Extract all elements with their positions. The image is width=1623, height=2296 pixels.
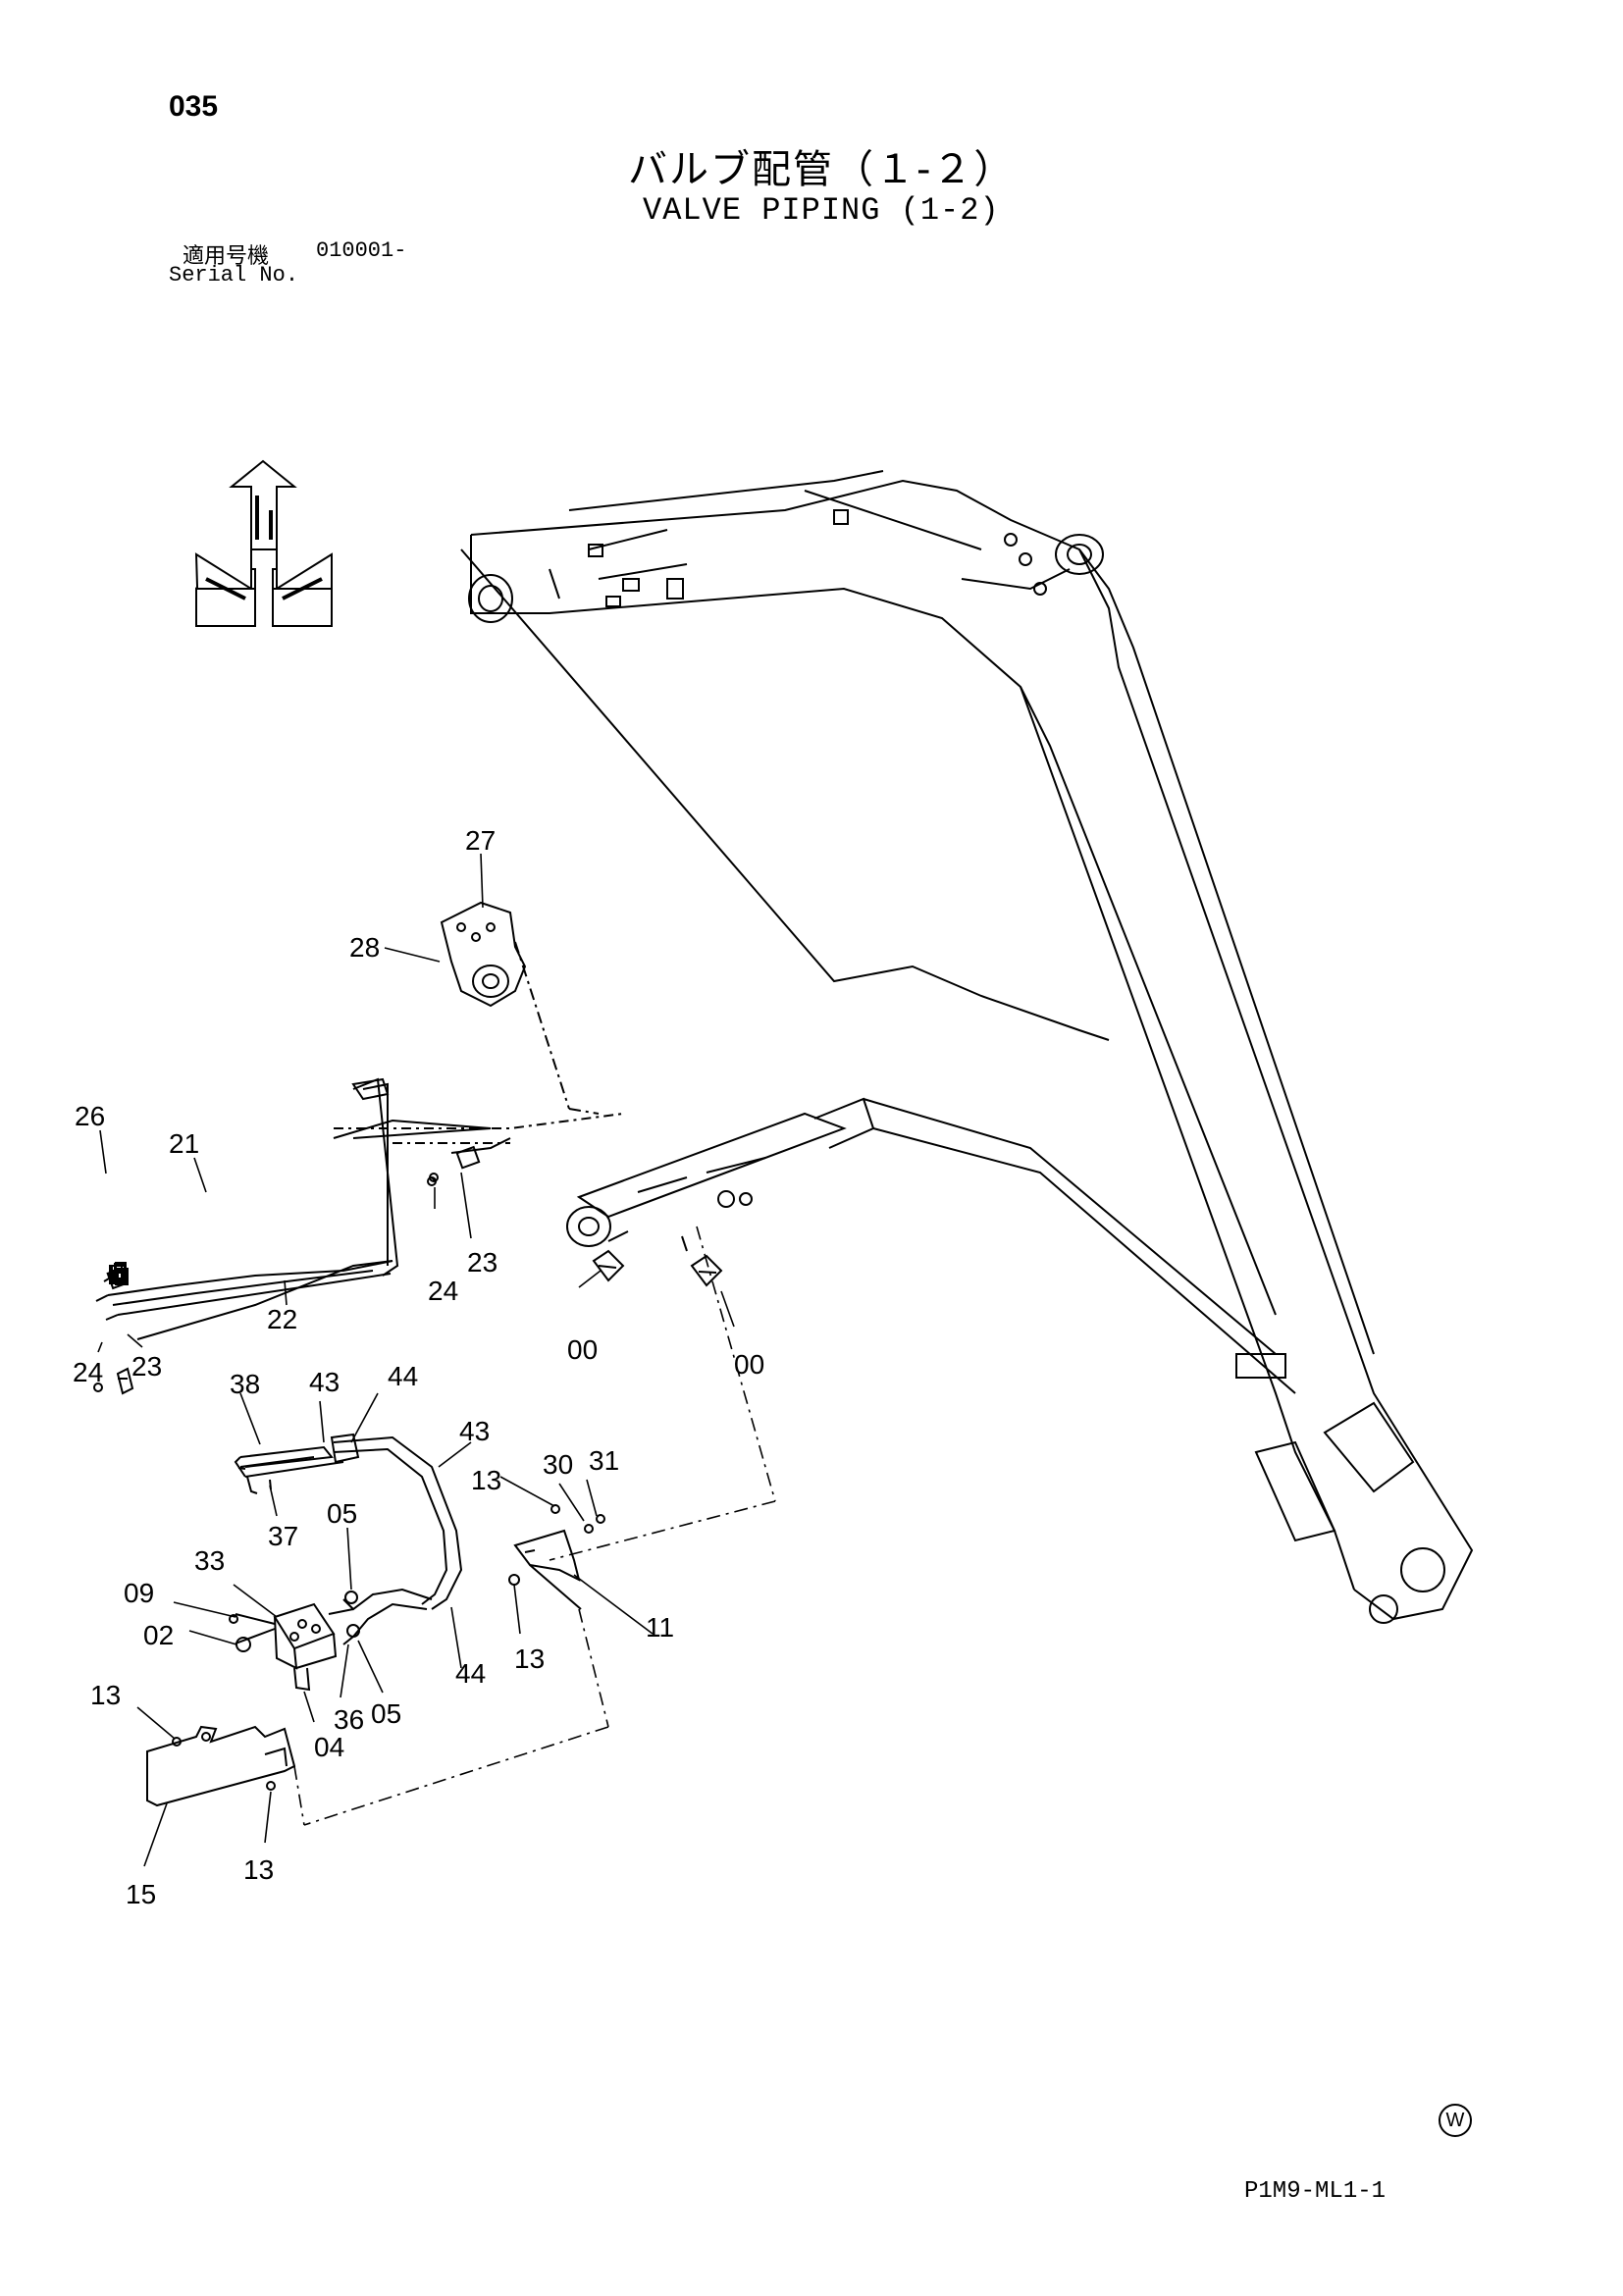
callout-leaders xyxy=(97,853,735,1867)
hose-assembly xyxy=(95,1077,624,1380)
drawing-code: P1M9-ML1-1 xyxy=(1244,2178,1387,2205)
callout-label: 26 xyxy=(75,1101,105,1131)
callout-label: 22 xyxy=(267,1304,297,1334)
boom-assembly xyxy=(460,470,1474,1624)
callout-label: 13 xyxy=(243,1854,274,1885)
callout-label: 24 xyxy=(428,1276,458,1306)
cover-plate xyxy=(146,1725,296,1807)
page-title-japanese: バルブ配管（１-２） xyxy=(628,147,1016,192)
clamp-set xyxy=(93,1176,437,1395)
callout-label: 05 xyxy=(371,1698,401,1729)
page-number: 035 xyxy=(169,90,219,123)
serial-number-value: 010001- xyxy=(316,238,407,263)
assembly-lines xyxy=(293,1226,776,1826)
callout-label: 05 xyxy=(327,1498,357,1529)
callout-label: 27 xyxy=(465,825,496,856)
callout-label: 21 xyxy=(169,1128,199,1159)
callout-label: 04 xyxy=(314,1732,344,1762)
callout-label: 13 xyxy=(471,1465,501,1495)
valve-block xyxy=(229,1602,338,1692)
page-title: VALVE PIPING (1-2) xyxy=(643,192,1000,229)
callout-label: 44 xyxy=(455,1658,486,1689)
callout-label: 13 xyxy=(90,1680,121,1710)
callout-label: 38 xyxy=(230,1369,260,1399)
pipe-loop xyxy=(234,1433,463,1645)
callout-label: 33 xyxy=(194,1545,225,1576)
callout-label: 44 xyxy=(388,1361,418,1391)
manufacturer-mark: W xyxy=(1439,2104,1472,2137)
callout-label: 23 xyxy=(131,1351,162,1382)
boom-cylinder xyxy=(566,1097,1296,1394)
callout-label: 31 xyxy=(589,1445,619,1476)
callout-label: 43 xyxy=(459,1416,490,1446)
callout-label: 09 xyxy=(124,1578,154,1608)
callout-label: 11 xyxy=(646,1612,674,1643)
callout-label: 28 xyxy=(349,932,380,963)
callout-label: 37 xyxy=(268,1521,298,1551)
callout-label: 24 xyxy=(73,1357,103,1387)
callout-label: 23 xyxy=(467,1247,497,1278)
mounting-bracket xyxy=(508,1504,605,1610)
callout-label: 30 xyxy=(543,1449,573,1480)
callout-label: 13 xyxy=(514,1644,545,1674)
callout-label: 36 xyxy=(334,1704,364,1735)
serial-label: Serial No. xyxy=(169,263,299,287)
callout-label: 15 xyxy=(126,1879,156,1909)
callout-label: 02 xyxy=(143,1620,174,1650)
callout-label: 00 xyxy=(734,1349,764,1380)
callout-label: 43 xyxy=(309,1367,340,1397)
bracket-part xyxy=(440,901,600,1115)
callout-labels: 27 28 26 21 24 23 22 24 23 00 00 38 43 4… xyxy=(73,825,764,1909)
direction-arrows-icon xyxy=(194,459,333,627)
fitting-part xyxy=(592,1230,723,1287)
callout-label: 00 xyxy=(567,1334,598,1365)
serial-label-japanese: 適用号機 xyxy=(183,244,270,269)
